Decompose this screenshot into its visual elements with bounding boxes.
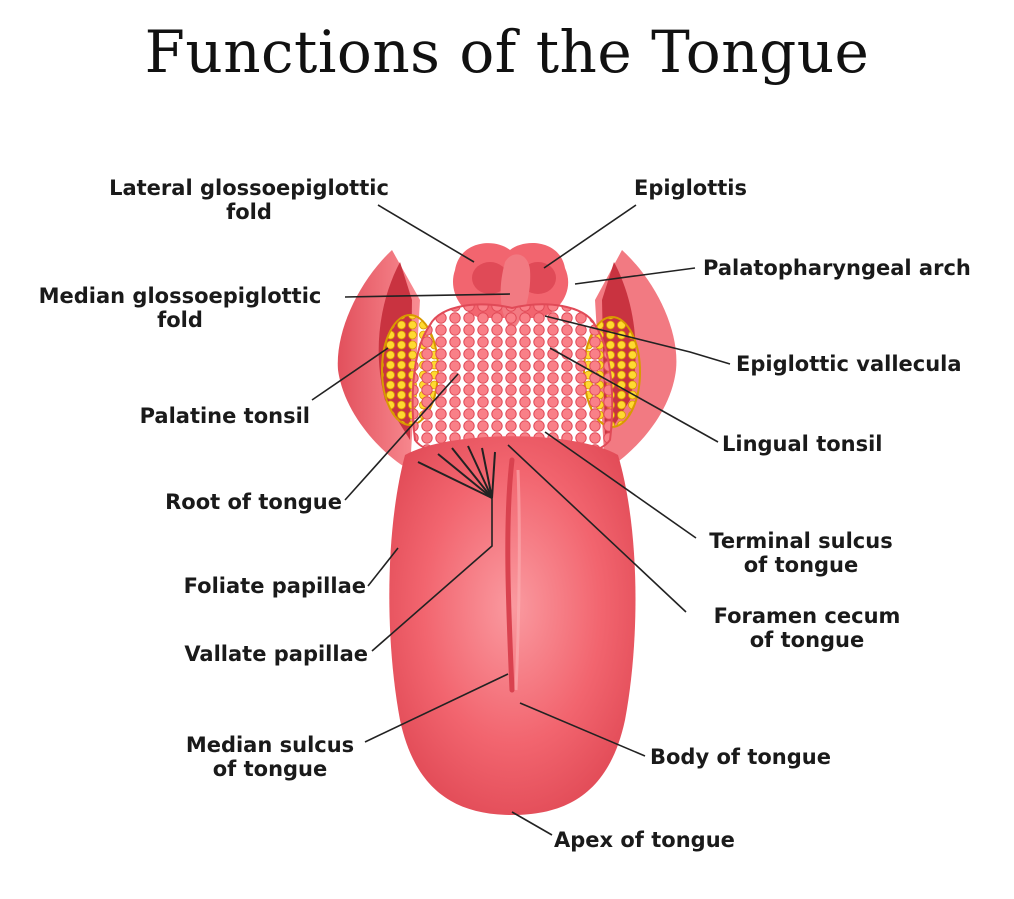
label-median-glossoepiglottic-fold: Median glossoepiglottic fold: [25, 284, 335, 332]
vallate-papillae-lines: [417, 445, 496, 499]
label-lateral-glossoepiglottic-fold: Lateral glossoepiglottic fold: [97, 176, 401, 224]
tongue-body: [389, 436, 636, 815]
label-line: of tongue: [212, 757, 328, 781]
label-median-sulcus: Median sulcus of tongue: [170, 733, 370, 781]
label-line: of tongue: [749, 628, 865, 652]
label-lingual-tonsil: Lingual tonsil: [722, 432, 883, 456]
root-of-tongue: [411, 303, 614, 460]
label-line: Foliate papillae: [183, 574, 366, 598]
label-line: Median glossoepiglottic: [38, 284, 322, 308]
label-line: Epiglottis: [634, 176, 748, 200]
leader-lines: [311, 204, 731, 836]
label-line: Epiglottic vallecula: [736, 352, 962, 376]
label-line: Palatine tonsil: [139, 404, 310, 428]
label-line: Foramen cecum: [713, 604, 901, 628]
label-palatine-tonsil: Palatine tonsil: [100, 404, 310, 428]
label-line: Palatopharyngeal arch: [703, 256, 971, 280]
label-line: Vallate papillae: [184, 642, 368, 666]
label-line: Root of tongue: [165, 490, 342, 514]
label-terminal-sulcus: Terminal sulcus of tongue: [698, 529, 904, 577]
label-line: fold: [157, 308, 203, 332]
label-root-of-tongue: Root of tongue: [120, 490, 342, 514]
label-vallate-papillae: Vallate papillae: [140, 642, 368, 666]
label-line: fold: [226, 200, 272, 224]
label-line: Body of tongue: [650, 745, 831, 769]
page-title: Functions of the Tongue: [144, 18, 870, 86]
label-line: Median sulcus: [185, 733, 355, 757]
label-epiglottic-vallecula: Epiglottic vallecula: [736, 352, 962, 376]
label-line: Terminal sulcus: [709, 529, 893, 553]
label-apex-of-tongue: Apex of tongue: [554, 828, 735, 852]
label-line: Lingual tonsil: [722, 432, 883, 456]
label-line: Apex of tongue: [554, 828, 735, 852]
label-body-of-tongue: Body of tongue: [650, 745, 831, 769]
label-foliate-papillae: Foliate papillae: [140, 574, 366, 598]
label-foramen-cecum: Foramen cecum of tongue: [700, 604, 914, 652]
median-sulcus: [505, 457, 515, 693]
label-palatopharyngeal-arch: Palatopharyngeal arch: [703, 256, 971, 280]
label-line: Lateral glossoepiglottic: [109, 176, 389, 200]
label-epiglottis: Epiglottis: [634, 176, 747, 200]
label-line: of tongue: [743, 553, 859, 577]
